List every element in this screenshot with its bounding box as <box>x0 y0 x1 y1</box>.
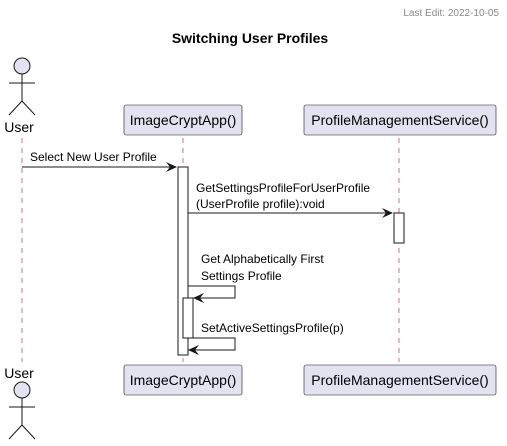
participant-app-top: ImageCryptApp() <box>123 104 243 136</box>
arrowhead-icon <box>193 293 204 303</box>
activation-service <box>393 212 405 244</box>
message-select-user-profile: Select New User Profile <box>22 150 177 172</box>
actor-user-label-bottom: User <box>4 365 34 381</box>
actor-user-top: User <box>4 57 36 135</box>
actor-leg-right <box>21 100 36 116</box>
participant-service-label-top: ProfileManagementService() <box>311 112 488 128</box>
participant-service-label-bottom: ProfileManagementService() <box>311 372 488 388</box>
participant-box <box>123 104 243 136</box>
message-label-line1: Get Alphabetically First <box>201 252 324 266</box>
message-label-line2: (UserProfile profile):void <box>196 197 325 211</box>
activation-app <box>177 166 189 356</box>
participant-app-label-bottom: ImageCryptApp() <box>130 372 237 388</box>
participant-service-top: ProfileManagementService() <box>303 104 497 136</box>
participant-service-bottom: ProfileManagementService() <box>303 364 497 396</box>
arrowhead-icon <box>188 345 199 355</box>
diagram-title: Switching User Profiles <box>172 30 329 46</box>
participant-app-label-top: ImageCryptApp() <box>130 112 237 128</box>
actor-user-label-top: User <box>4 119 34 135</box>
message-label: SetActiveSettingsProfile(p) <box>201 321 344 335</box>
message-get-alphabetically-first: Get Alphabetically First Settings Profil… <box>188 252 324 303</box>
participant-box <box>303 104 497 136</box>
actor-leg-left <box>8 100 23 116</box>
arrowhead-icon <box>382 208 393 218</box>
participant-box <box>303 364 497 396</box>
participant-box <box>123 364 243 396</box>
message-set-active-settings-profile: SetActiveSettingsProfile(p) <box>188 321 344 355</box>
actor-head-icon <box>13 57 31 75</box>
last-edit-label: Last Edit: 2022-10-05 <box>403 8 499 19</box>
actor-user-bottom: User <box>4 365 36 440</box>
message-get-settings-profile: GetSettingsProfileForUserProfile (UserPr… <box>188 181 393 218</box>
actor-leg-right <box>21 424 36 440</box>
actor-head-icon <box>13 381 31 399</box>
arrowhead-icon <box>166 162 177 172</box>
message-label-line2: Settings Profile <box>201 269 282 283</box>
activation-app-nested <box>182 297 194 339</box>
actor-leg-left <box>8 424 23 440</box>
message-line <box>188 285 236 299</box>
message-line <box>188 337 236 351</box>
participant-app-bottom: ImageCryptApp() <box>123 364 243 396</box>
message-label-line1: GetSettingsProfileForUserProfile <box>196 181 370 195</box>
message-label: Select New User Profile <box>30 150 157 164</box>
